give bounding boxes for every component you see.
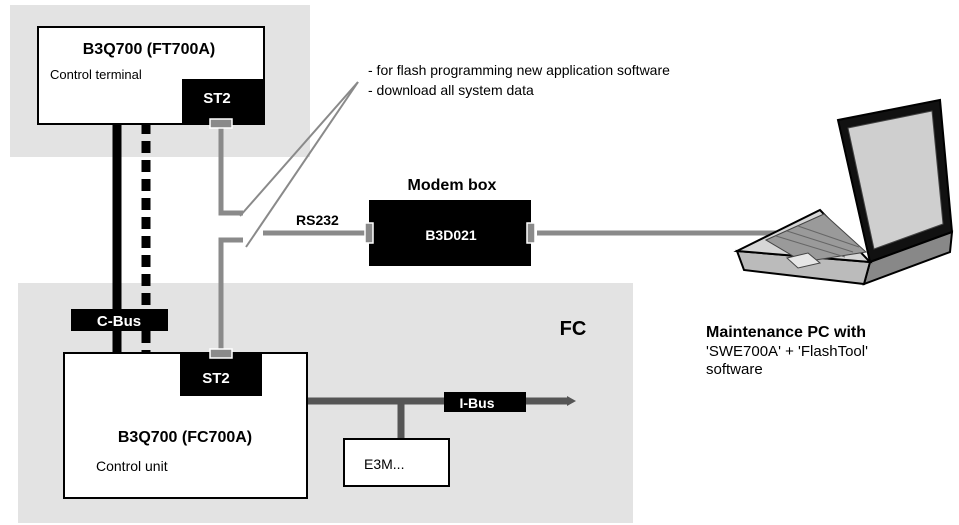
modem-box-label: B3D021: [425, 227, 477, 243]
annotation-line-2: - download all system data: [368, 82, 534, 98]
annotation-leader-1: [239, 81, 359, 217]
laptop-icon: [733, 98, 954, 286]
terminal-st2-port: [182, 79, 264, 124]
service-cable: [218, 127, 243, 350]
unit-subtitle: Control unit: [96, 458, 168, 474]
unit-st2-label: ST2: [202, 370, 230, 387]
terminal-title: B3Q700 (FT700A): [83, 41, 216, 58]
annotation-line-1: - for flash programming new application …: [368, 62, 670, 78]
ibus-badge: [444, 392, 526, 412]
rs232-label: RS232: [296, 212, 339, 228]
fc-label: FC: [560, 318, 587, 340]
pc-label-line-3: software: [706, 361, 763, 378]
ibus-label: I-Bus: [460, 395, 495, 411]
modem-box: [369, 200, 531, 266]
unit-st2-port: [180, 353, 262, 396]
annotation-leader-2: [245, 81, 359, 248]
cbus-badge: [71, 309, 168, 331]
pc-label-line-2: 'SWE700A' + 'FlashTool': [706, 343, 868, 360]
ibus-arrowhead: [567, 396, 576, 406]
e3m-label: E3M...: [364, 456, 404, 472]
terminal-st2-label: ST2: [203, 90, 231, 107]
pc-label-line-1: Maintenance PC with: [706, 324, 866, 341]
unit-title: B3Q700 (FC700A): [118, 429, 252, 446]
modem-title: Modem box: [408, 177, 497, 194]
terminal-st2-connector: [209, 118, 233, 129]
e3m-box: [343, 438, 450, 487]
modem-left-connector: [364, 222, 374, 244]
modem-right-connector: [526, 222, 536, 244]
terminal-subtitle: Control terminal: [50, 67, 142, 82]
cbus-label: C-Bus: [97, 313, 141, 330]
unit-st2-connector: [209, 348, 233, 359]
